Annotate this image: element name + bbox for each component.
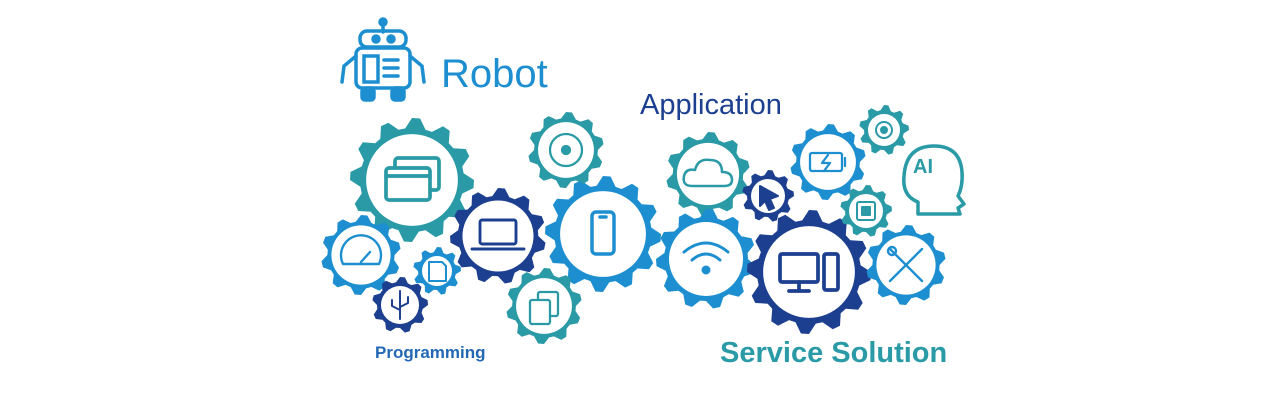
battery-gear (790, 124, 866, 200)
ai-head-icon (902, 144, 966, 216)
tools-icon (886, 245, 924, 283)
usb-icon (391, 290, 409, 320)
sd-card-icon (428, 261, 447, 282)
desktop-computer-gear (747, 210, 871, 334)
chip-icon (856, 201, 876, 221)
cloud-gear (666, 132, 750, 216)
laptop-icon (470, 218, 526, 251)
chip-gear (840, 185, 892, 237)
cursor-icon (759, 185, 779, 211)
windows-gear (350, 118, 474, 242)
smartphone-gear (545, 176, 661, 292)
ai-label: AI (913, 156, 933, 178)
application-title: Application (640, 89, 782, 121)
tools-gear (866, 225, 946, 305)
copy-document-icon (528, 290, 560, 326)
battery-icon (808, 151, 847, 173)
programming-title: Programming (375, 343, 486, 362)
desktop-computer-icon (778, 252, 840, 293)
copy-document-gear (506, 268, 582, 344)
disc-gear (528, 112, 604, 188)
cloud-icon (682, 158, 734, 188)
robot-icon (340, 17, 426, 102)
speedometer-gear (321, 215, 401, 295)
usb-gear (372, 277, 428, 333)
smartphone-icon (590, 210, 616, 256)
speedometer-icon (339, 234, 383, 266)
wifi-gear (656, 209, 756, 309)
sd-card-gear (413, 247, 461, 295)
wifi-icon (682, 241, 730, 275)
windows-icon (384, 156, 441, 202)
cursor-gear (742, 170, 794, 222)
disc-icon (548, 132, 584, 168)
laptop-gear (450, 188, 546, 284)
service-solution-title: Service Solution (720, 337, 948, 369)
robot-title: Robot (441, 52, 548, 96)
gear-icon (875, 121, 893, 139)
gear-gear (859, 105, 909, 155)
